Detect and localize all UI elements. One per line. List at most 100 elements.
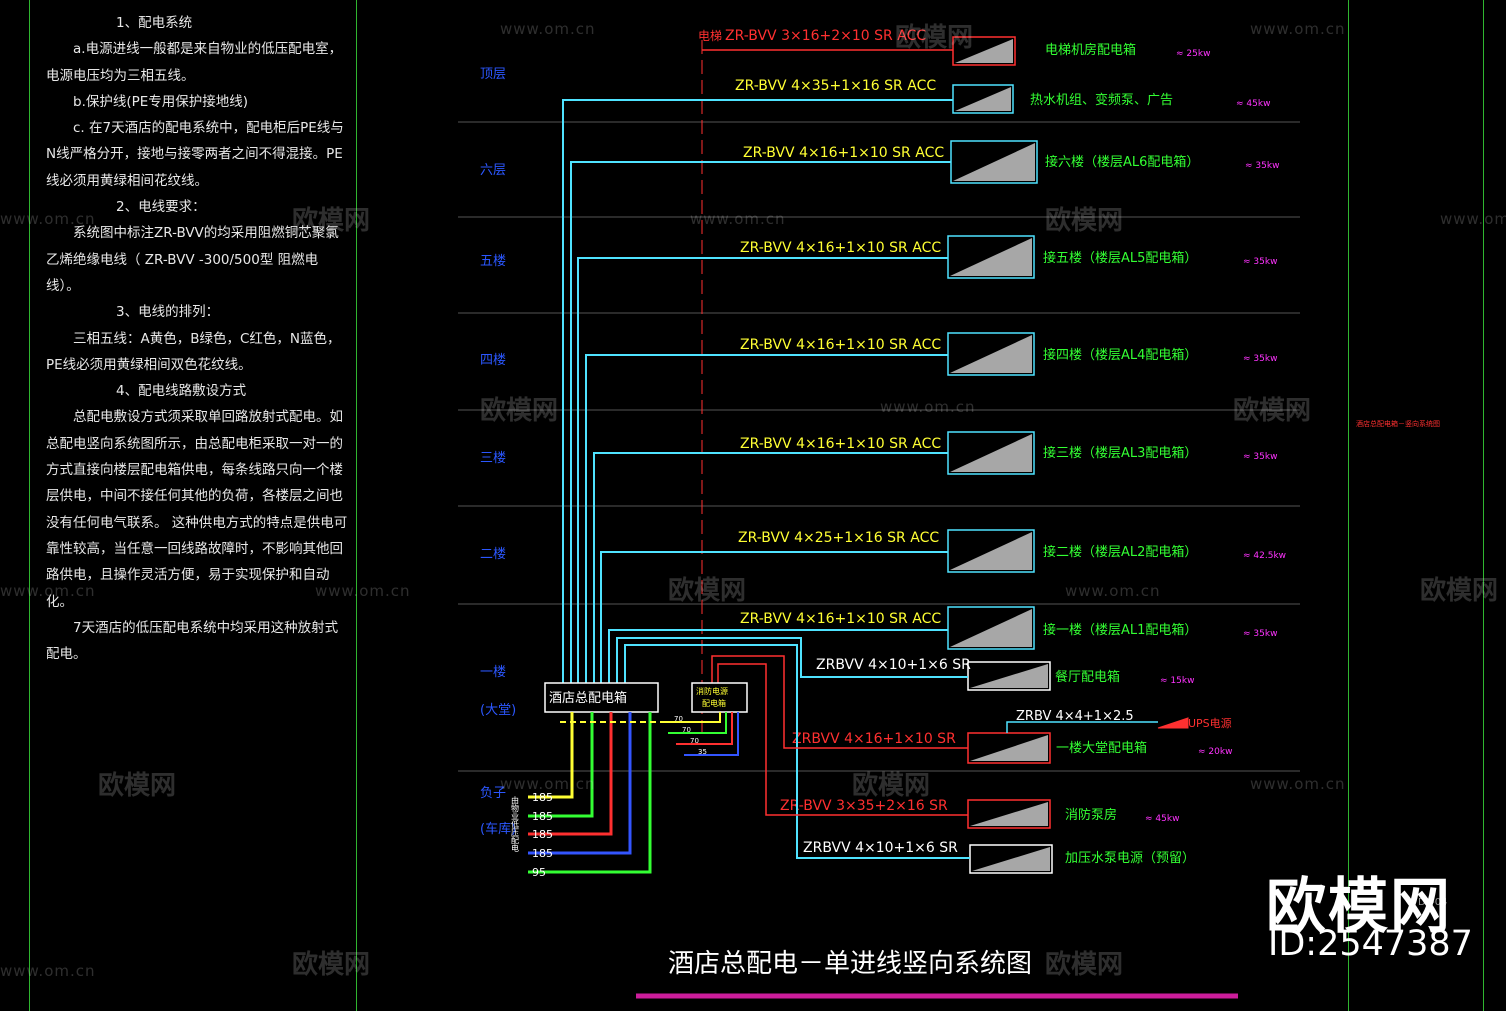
power-label: ≈ 20kw — [1198, 747, 1232, 757]
design-notes: 1、配电系统 a.电源进线一般都是来自物业的低压配电室，电源电压均为三相五线。 b.… — [46, 10, 351, 667]
note-paragraph: 三相五线：A黄色，B绿色，C红色，N蓝色，PE线必须用黄绿相间双色花纹线。 — [46, 330, 341, 373]
distribution-box — [947, 431, 1035, 475]
note-heading: 4、配电线路敷设方式 — [116, 383, 247, 400]
cable-spec: ZR-BVV 4×35+1×16 SR ACC — [735, 78, 936, 94]
distribution-box-symbol — [955, 87, 1011, 111]
floor-label: 四楼 — [480, 353, 506, 368]
incoming-label: 由物业低压配电 — [511, 795, 520, 852]
incoming-size: 185 — [532, 847, 553, 860]
fire-incoming-size: 70 — [690, 737, 699, 745]
fire-incoming-wire — [684, 712, 739, 756]
fire-box-label: 配电箱 — [702, 698, 726, 708]
distribution-box-symbol — [950, 532, 1032, 570]
power-label: ≈ 35kw — [1243, 629, 1277, 639]
distribution-box-symbol — [953, 143, 1035, 181]
destination-label: 加压水泵电源（预留） — [1065, 851, 1195, 866]
power-label: ≈ 42.5kw — [1243, 551, 1286, 561]
fire-incoming-wire — [676, 712, 733, 745]
destination-label: 接四楼（楼层AL4配电箱） — [1043, 347, 1197, 363]
incoming-size: 185 — [532, 810, 553, 823]
incoming-wire — [528, 712, 632, 855]
feeder-wire — [608, 629, 948, 683]
cable-spec: ZR-BVV 4×16+1×10 SR ACC — [740, 611, 941, 627]
incoming-wire — [528, 712, 594, 818]
distribution-box-symbol — [950, 335, 1032, 373]
distribution-box — [950, 140, 1038, 184]
distribution-box-symbol — [950, 609, 1032, 647]
destination-label: 热水机组、变频泵、广告 — [1030, 92, 1173, 108]
side-note: 酒店总配电箱－竖向系统图 — [1356, 419, 1440, 428]
pump-feeder-wire — [624, 644, 970, 859]
cable-spec: ZRBVV 4×16+1×10 SR — [792, 731, 956, 747]
frame-line-left — [29, 0, 30, 1011]
destination-label: 接六楼（楼层AL6配电箱） — [1045, 154, 1199, 170]
note-paragraph: a.电源进线一般都是来自物业的低压配电室，电源电压均为三相五线。 — [46, 41, 343, 84]
floor-label: 六层 — [480, 163, 506, 178]
power-label: ≈ 15kw — [1160, 676, 1194, 686]
note-paragraph: 系统图中标注ZR-BVV的均采用阻燃铜芯聚氯乙烯绝缘电线（ ZR-BVV -30… — [46, 225, 339, 294]
destination-label: 消防泵房 — [1065, 807, 1117, 823]
destination-label: 餐厅配电箱 — [1055, 669, 1120, 685]
incoming-size: 185 — [532, 791, 553, 804]
floor-label: 负子 — [480, 786, 506, 801]
distribution-box — [967, 799, 1051, 829]
distribution-box — [947, 606, 1035, 650]
note-heading: 1、配电系统 — [116, 15, 193, 31]
main-box-label: 酒店总配电箱 — [549, 690, 627, 706]
distribution-box — [952, 36, 1016, 66]
frame-line-notes — [356, 0, 357, 1011]
incoming-wire — [528, 712, 652, 874]
incoming-wire — [528, 712, 613, 836]
fire-power-box — [691, 682, 748, 713]
distribution-box-symbol — [950, 434, 1032, 472]
incoming-wire — [528, 712, 574, 799]
distribution-box-symbol — [970, 802, 1048, 826]
distribution-box-symbol — [955, 39, 1013, 63]
ups-cable-spec: ZRBV 4×4+1×2.5 — [1016, 709, 1134, 724]
note-paragraph: b.保护线(PE专用保护接地线) — [73, 93, 249, 110]
distribution-box-symbol — [950, 238, 1032, 276]
ups-label: UPS电源 — [1188, 716, 1232, 730]
destination-label: 接一楼（楼层AL1配电箱） — [1043, 622, 1197, 638]
distribution-box — [952, 84, 1014, 114]
cable-spec: ZRBVV 4×10+1×6 SR — [816, 657, 971, 673]
feeder-wire — [593, 452, 948, 683]
distribution-box — [947, 235, 1035, 279]
power-label: ≈ 25kw — [1176, 49, 1210, 59]
power-label: ≈ 45kw — [1236, 99, 1270, 109]
destination-label: 一楼大堂配电箱 — [1056, 740, 1147, 756]
feeder-wire — [577, 257, 948, 683]
cable-spec: ZR-BVV 4×16+1×10 SR ACC — [740, 337, 941, 353]
incoming-size: 95 — [532, 866, 546, 879]
floor-label: 一楼 — [480, 665, 506, 680]
cable-prefix: 电梯 — [698, 29, 722, 43]
cable-spec: ZRBVV 4×10+1×6 SR — [803, 840, 958, 856]
floor-label: 三楼 — [480, 451, 506, 466]
floor-label: 二楼 — [480, 547, 506, 562]
frame-line-right-2 — [1483, 0, 1484, 1011]
feeder-wire — [585, 354, 948, 683]
cable-spec: ZR-BVV 4×16+1×10 SR ACC — [740, 240, 941, 256]
main-distribution-box — [544, 682, 659, 713]
power-label: ≈ 35kw — [1243, 354, 1277, 364]
cable-spec: ZR-BVV 3×16+2×10 SR ACC — [725, 28, 926, 44]
floor-label: 五楼 — [480, 254, 506, 269]
distribution-box-symbol — [970, 664, 1048, 688]
note-heading: 2、电线要求： — [116, 199, 206, 216]
distribution-box-symbol — [972, 847, 1050, 871]
fire-incoming-size: 70 — [674, 715, 683, 723]
cable-spec: ZR-BVV 4×25+1×16 SR ACC — [738, 530, 939, 546]
cable-spec: ZR-BVV 4×16+1×10 SR ACC — [743, 145, 944, 161]
note-paragraph: 7天酒店的低压配电系统中均采用这种放射式配电。 — [46, 619, 339, 663]
cable-spec: ZR-BVV 4×16+1×10 SR ACC — [740, 436, 941, 452]
fire-incoming-size: 70 — [682, 726, 691, 734]
fire-incoming-size: 35 — [698, 748, 707, 756]
floor-label: (车库) — [480, 821, 516, 837]
power-label: ≈ 35kw — [1245, 161, 1279, 171]
lobby-feeder-wire — [711, 655, 968, 749]
destination-label: 电梯机房配电箱 — [1045, 42, 1136, 58]
note-paragraph: 总配电敷设方式须采取单回路放射式配电。如总配电竖向系统图所示，由总配电柜采取一对… — [46, 409, 348, 610]
sheet-number: DL-04 — [1418, 897, 1447, 908]
note-heading: 3、电线的排列： — [116, 304, 220, 321]
